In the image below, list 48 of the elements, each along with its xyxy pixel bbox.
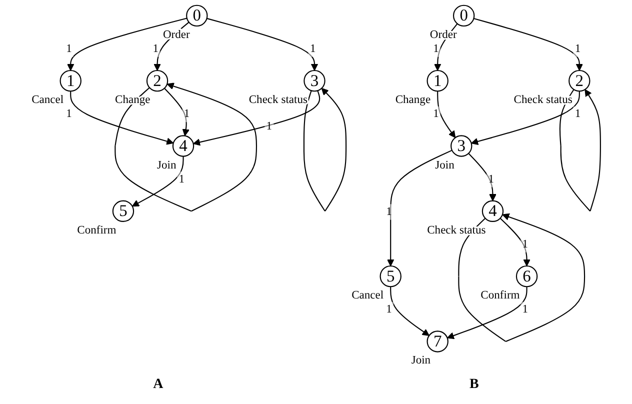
arrow	[474, 18, 584, 71]
panel-letter: A	[153, 377, 164, 393]
arrow	[559, 89, 601, 212]
panel-letter: B	[470, 377, 479, 393]
arrow	[386, 150, 452, 266]
arrow	[390, 286, 430, 336]
arrow	[206, 18, 318, 71]
edge-label: 1	[308, 41, 318, 57]
arrow	[70, 91, 174, 145]
state-circle: 3	[450, 135, 472, 157]
edge-label: 1	[486, 172, 496, 188]
arrow	[470, 91, 580, 145]
state-circle: 7	[426, 330, 448, 352]
state-circle: 1	[426, 70, 448, 92]
state-circle: 5	[380, 265, 402, 288]
arrow	[303, 88, 347, 212]
edge-label: 1	[64, 106, 74, 122]
arrow	[164, 88, 190, 136]
edge-label: 1	[573, 41, 582, 57]
state-circle: 2	[568, 70, 590, 92]
state-caption: Cancel	[352, 290, 384, 302]
state-circle: 0	[452, 4, 475, 27]
arrow	[114, 82, 258, 212]
state-caption: Confirm	[480, 290, 520, 302]
state-caption: Join	[411, 354, 431, 367]
state-caption: Change	[395, 94, 431, 106]
edge-label: 1	[182, 106, 192, 122]
arrow	[500, 218, 530, 266]
arrow	[132, 156, 184, 207]
state-circle: 4	[172, 135, 194, 157]
arrow	[446, 286, 528, 340]
state-caption: Confirm	[77, 224, 116, 236]
arrow	[66, 18, 188, 71]
edge-label: 1	[384, 204, 394, 220]
state-circle: 0	[186, 4, 208, 27]
state-caption: Join	[435, 159, 454, 172]
state-circle: 1	[60, 70, 82, 92]
state-circle: 3	[304, 70, 326, 92]
state-circle: 6	[516, 265, 538, 288]
state-circle: 4	[482, 200, 504, 222]
state-circle: 5	[112, 200, 134, 222]
state-caption: Cancel	[32, 94, 64, 106]
arrow	[437, 91, 456, 138]
arrow	[192, 90, 320, 146]
state-caption: Check status	[248, 94, 308, 106]
state-circle: 2	[146, 70, 168, 92]
state-caption: Join	[157, 159, 176, 172]
edge-label: 1	[520, 236, 530, 252]
